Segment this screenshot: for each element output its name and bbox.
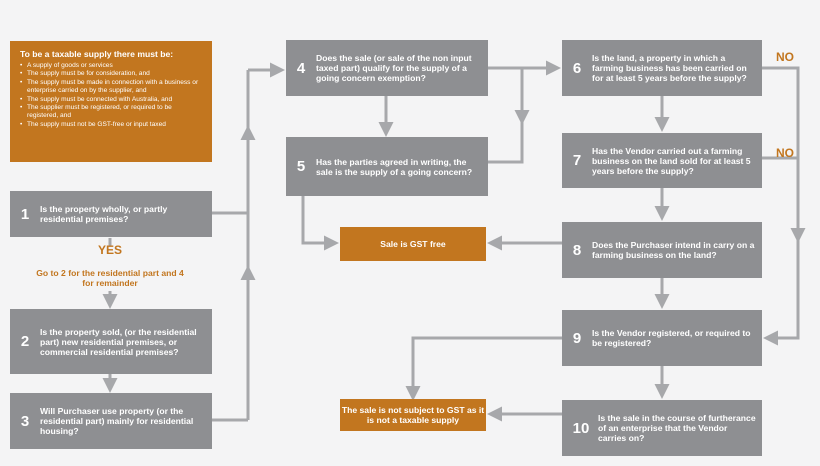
step-question: Is the property wholly, or partly reside… <box>40 204 168 224</box>
yes-note: Go to 2 for the residential part and 4 f… <box>36 268 184 288</box>
step-3-box: 3 Will Purchaser use property (or the re… <box>10 393 212 449</box>
step-4-box: 4 Does the sale (or sale of the non inpu… <box>286 40 488 96</box>
criteria-item: The supply must be made in connection wi… <box>20 79 204 96</box>
step-number: 9 <box>572 329 582 347</box>
step-question: Does the Purchaser intend in carry on a … <box>592 240 755 260</box>
step-number: 10 <box>572 419 590 437</box>
criteria-list: A supply of goods or services The supply… <box>20 62 204 130</box>
step-10-box: 10 Is the sale in the course of furthera… <box>562 400 762 456</box>
connector-5-to-gst-free <box>301 196 339 251</box>
step-number: 3 <box>20 412 30 430</box>
step-question: Is the Vendor registered, or required to… <box>592 328 751 348</box>
yes-label: YES <box>97 243 122 257</box>
connector-9-to-not-taxable <box>405 336 562 401</box>
connector-no-6 <box>762 66 800 346</box>
step-7-box: 7 Has the Vendor carried out a farming b… <box>562 133 762 188</box>
outcome-text: The sale is not subject to GST as it is … <box>341 405 485 425</box>
step-question: Is the land, a property in which a farmi… <box>592 53 747 83</box>
step-number: 8 <box>572 241 582 259</box>
no-label: NO <box>776 146 794 160</box>
step-number: 1 <box>20 205 30 223</box>
step-number: 6 <box>572 59 582 77</box>
step-number: 4 <box>296 59 306 77</box>
step-question: Is the sale in the course of furtherance… <box>598 413 756 443</box>
no-label: NO <box>776 50 794 64</box>
criteria-item: The supply must not be GST-free or input… <box>20 121 204 130</box>
criteria-item: The supply must be for consideration, an… <box>20 70 204 79</box>
criteria-item: The supplier must be registered, or requ… <box>20 104 204 121</box>
step-number: 2 <box>20 333 30 350</box>
criteria-item: A supply of goods or services <box>20 62 204 71</box>
step-5-box: 5 Has the parties agreed in writing, the… <box>286 137 488 196</box>
step-9-box: 9 Is the Vendor registered, or required … <box>562 310 762 366</box>
criteria-title: To be a taxable supply there must be: <box>20 49 174 59</box>
outcome-text: Sale is GST free <box>380 239 446 249</box>
connector-5-to-6 <box>488 68 524 164</box>
step-number: 7 <box>572 152 582 169</box>
step-question: Does the sale (or sale of the non input … <box>316 53 472 83</box>
step-question: Has the parties agreed in writing, the s… <box>316 156 473 177</box>
step-2-box: 2 Is the property sold, (or the resident… <box>10 309 212 374</box>
step-question: Is the property sold, (or the residentia… <box>40 326 197 357</box>
criteria-item: The supply must be connected with Austra… <box>20 96 204 105</box>
step-question: Will Purchaser use property (or the resi… <box>40 406 194 436</box>
step-6-box: 6 Is the land, a property in which a far… <box>562 40 762 96</box>
outcome-gst-free: Sale is GST free <box>340 227 486 261</box>
step-8-box: 8 Does the Purchaser intend in carry on … <box>562 222 762 278</box>
step-number: 5 <box>296 158 306 175</box>
step-question: Has the Vendor carried out a farming bus… <box>592 145 751 176</box>
taxable-supply-criteria: To be a taxable supply there must be: A … <box>10 41 212 162</box>
outcome-not-taxable: The sale is not subject to GST as it is … <box>340 399 486 431</box>
step-1-box: 1 Is the property wholly, or partly resi… <box>10 191 212 237</box>
